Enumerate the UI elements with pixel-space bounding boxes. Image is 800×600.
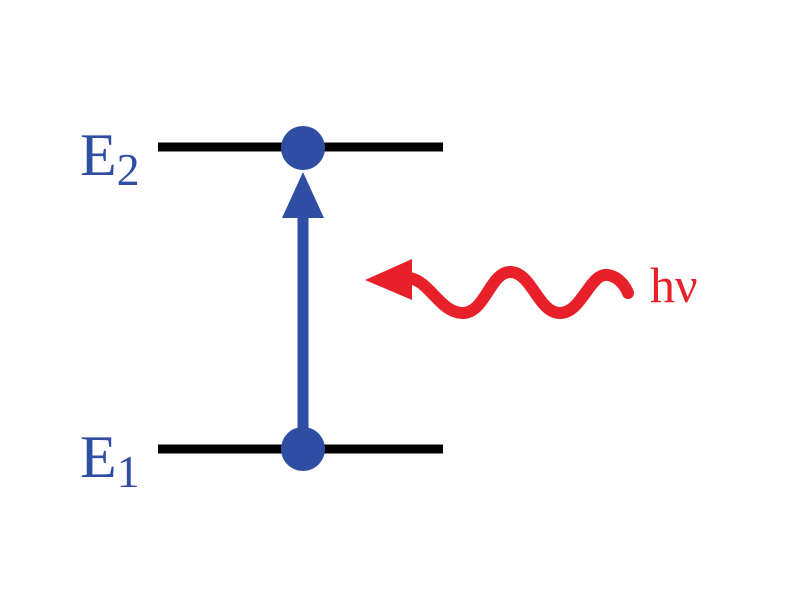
photon-label: hν xyxy=(650,257,698,313)
electron-e2 xyxy=(281,126,325,170)
photon-wave xyxy=(404,265,634,320)
transition-arrowhead xyxy=(282,172,324,218)
label-e2: E2 xyxy=(80,122,140,195)
label-e1: E1 xyxy=(80,424,140,497)
photon-arrowhead xyxy=(365,259,412,300)
electron-e1 xyxy=(281,427,325,471)
